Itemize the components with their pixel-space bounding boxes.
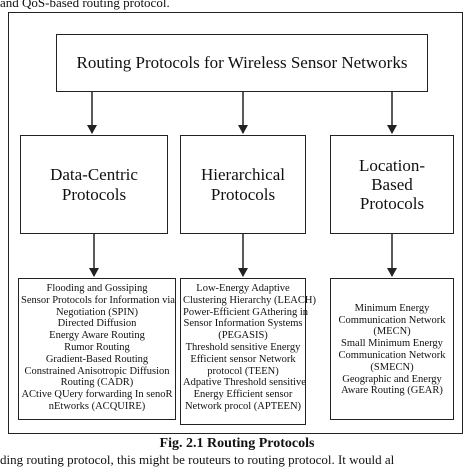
protocol-list-item: (PEGASIS) — [218, 330, 268, 342]
protocol-list-data-centric: Flooding and Gossiping Sensor Protocols … — [18, 278, 176, 420]
protocol-list-item: Small Minimum Energy — [341, 338, 443, 350]
category-label-line: Protocols — [61, 184, 127, 204]
protocol-list-item: Threshold sensitive Energy — [185, 341, 301, 353]
protocol-list-item: nEtworks (ACQUIRE) — [48, 400, 146, 412]
protocol-list-item: (MECN) — [373, 326, 411, 338]
category-label-line: Location- — [358, 155, 426, 175]
protocol-list-item: Geographic and Energy — [342, 373, 442, 385]
protocol-list-item: Negotiation (SPIN) — [56, 306, 138, 318]
protocol-list-item: Sensor Protocols for Information via — [21, 294, 175, 306]
protocol-list-item: Communication Network — [338, 314, 446, 326]
protocol-list-item: Energy Efficient sensor — [193, 389, 293, 401]
preceding-text-fragment: and QoS-based routing protocol. — [0, 0, 170, 10]
protocol-list-item: (SMECN) — [370, 361, 414, 373]
diagram-title-box: Routing Protocols for Wireless Sensor Ne… — [56, 34, 428, 92]
category-box-data-centric: Data-Centric Protocols — [20, 135, 168, 234]
protocol-list-item: Communication Network — [338, 350, 446, 361]
category-label-line: Based — [371, 174, 413, 194]
protocol-list-item: Sensor Information Systems — [183, 318, 303, 330]
diagram-title: Routing Protocols for Wireless Sensor Ne… — [76, 53, 408, 72]
protocol-list-item: Clustering Hierarchy (LEACH) — [183, 294, 316, 306]
protocol-list-item: Gradient-Based Routing — [45, 353, 149, 365]
protocol-list-item: Efficient sensor Network — [190, 353, 296, 365]
protocol-list-item: Flooding and Gossiping — [46, 283, 148, 294]
category-label-line: Protocols — [359, 194, 425, 214]
protocol-list-item: Power-Efficient GAthering in — [183, 306, 308, 318]
protocol-list-item: Routing (CADR) — [60, 377, 134, 389]
category-label-line: Hierarchical — [201, 165, 285, 185]
protocol-list-item: protocol (TEEN) — [207, 365, 279, 377]
diagram-frame — [8, 12, 463, 434]
protocol-list-item: Aware Routing (GEAR) — [341, 385, 443, 397]
protocol-list-item: Adpative Threshold sensitive — [183, 377, 306, 389]
following-text-fragment: ding routing protocol, this might be rou… — [0, 452, 395, 467]
protocol-list-item: Constrained Anisotropic Diffusion — [24, 365, 170, 377]
protocol-list-item: Rumor Routing — [64, 341, 130, 353]
category-label-line: Data-Centric — [50, 165, 138, 185]
protocol-list-location-based: Minimum Energy Communication Network (ME… — [330, 278, 454, 420]
protocol-list-hierarchical: Low-Energy Adaptive Clustering Hierarchy… — [180, 278, 316, 425]
protocol-list-item: Low-Energy Adaptive — [196, 283, 290, 294]
protocol-list-item: Minimum Energy — [354, 302, 430, 314]
protocol-list-item: Network procol (APTEEN) — [184, 400, 302, 412]
protocol-list-item: Energy Aware Routing — [49, 330, 145, 342]
figure-caption: Fig. 2.1 Routing Protocols — [159, 436, 315, 451]
category-label-line: Protocols — [210, 184, 276, 204]
category-box-hierarchical: Hierarchical Protocols — [180, 135, 306, 234]
protocol-list-item: Directed Diffusion — [57, 318, 137, 330]
category-box-location-based: Location- Based Protocols — [330, 135, 454, 234]
protocol-list-item: ACtive QUery forwarding In senoR — [21, 389, 173, 401]
